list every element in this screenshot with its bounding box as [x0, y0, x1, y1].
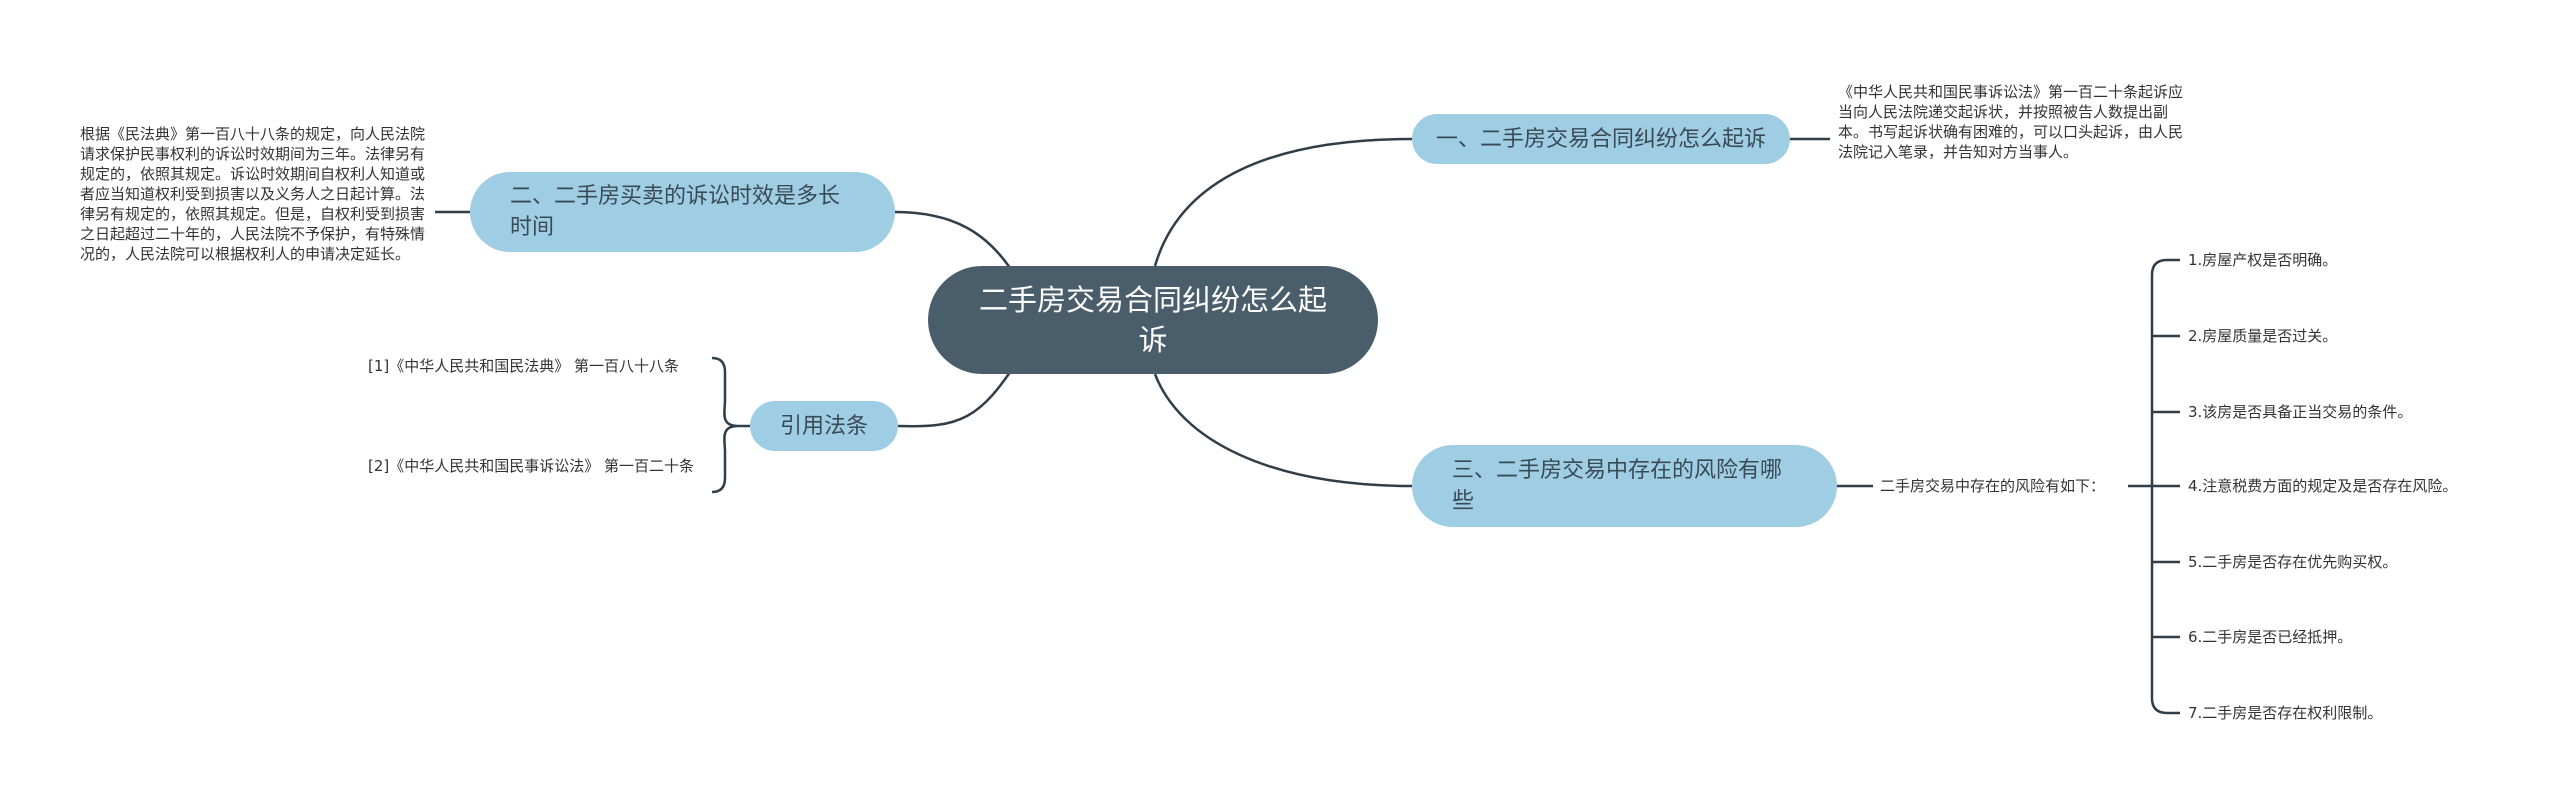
risk-item: 4.注意税费方面的规定及是否存在风险。 [2188, 477, 2458, 495]
branch-label: 一、二手房交易合同纠纷怎么起诉 [1435, 126, 1766, 152]
branch-label: 二、二手房买卖的诉讼时效是多长时间 [510, 184, 841, 240]
branch-label: 引用法条 [779, 413, 868, 439]
branch-label: 三、二手房交易中存在的风险有哪些 [1452, 458, 1783, 514]
branch-lawsuit-detail: 《中华人民共和国民事诉讼法》第一百二十条起诉应当向人民法院递交起诉状，并按照被告… [1838, 83, 2184, 161]
risk-item: 1.房屋产权是否明确。 [2188, 251, 2338, 269]
cited-law-2: [2]《中华人民共和国民事诉讼法》 第一百二十条 [368, 457, 695, 475]
branch-limitation-detail: 根据《民法典》第一百八十八条的规定，向人民法院请求保护民事权利的诉讼时效期间为三… [80, 125, 426, 263]
link-root-branch1 [1153, 137, 1413, 267]
root-topic[interactable]: 二手房交易合同纠纷怎么起诉 [928, 266, 1378, 374]
branch-risks[interactable]: 三、二手房交易中存在的风险有哪些 [1412, 445, 1837, 527]
risk-item: 2.房屋质量是否过关。 [2188, 327, 2338, 345]
branch-lawsuit[interactable]: 一、二手房交易合同纠纷怎么起诉 [1412, 114, 1790, 164]
risk-item: 5.二手房是否存在优先购买权。 [2188, 553, 2398, 571]
root-topic-label: 二手房交易合同纠纷怎么起诉 [978, 283, 1327, 357]
bracket-items [2150, 258, 2180, 715]
link-root-branch4 [1153, 373, 1413, 488]
risks-intro: 二手房交易中存在的风险有如下： [1880, 477, 2106, 495]
risk-item: 3.该房是否具备正当交易的条件。 [2188, 403, 2413, 421]
branch-cited-laws[interactable]: 引用法条 [750, 401, 898, 451]
cited-law-1: [1]《中华人民共和国民法典》 第一百八十八条 [368, 357, 680, 375]
branch-limitation-period[interactable]: 二、二手房买卖的诉讼时效是多长时间 [470, 172, 895, 252]
link-root-branch3 [897, 356, 1022, 428]
risk-item: 6.二手房是否已经抵押。 [2188, 628, 2353, 646]
risk-item: 7.二手房是否存在权利限制。 [2188, 704, 2383, 722]
bracket-refs [711, 356, 750, 494]
